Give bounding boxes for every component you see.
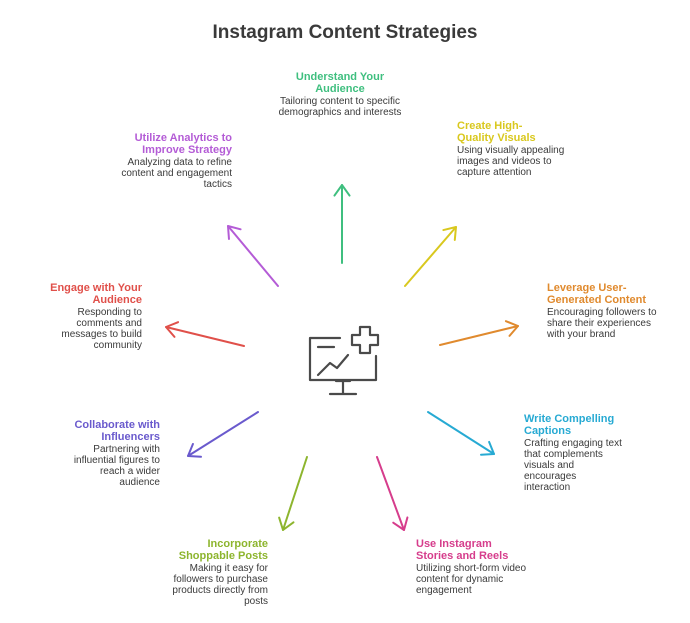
node-utilize-analytics: Utilize Analytics to Improve Strategy An… xyxy=(120,132,232,190)
node-user-generated-content: Leverage User-Generated Content Encourag… xyxy=(547,282,657,340)
node-title: Write Compelling Captions xyxy=(524,413,615,437)
node-description: Using visually appealing images and vide… xyxy=(457,145,565,178)
node-title: Understand Your Audience xyxy=(295,71,385,95)
node-title: Utilize Analytics to Improve Strategy xyxy=(134,132,232,156)
node-title: Create High-Quality Visuals xyxy=(457,120,536,144)
node-description: Utilizing short-form video content for d… xyxy=(416,563,527,596)
arrow-shoppable xyxy=(278,456,308,531)
node-description: Tailoring content to specific demographi… xyxy=(278,96,402,118)
arrow-visuals xyxy=(404,226,457,287)
node-title: Leverage User-Generated Content xyxy=(547,282,647,306)
arrow-analytics xyxy=(227,225,279,287)
node-description: Encouraging followers to share their exp… xyxy=(547,307,657,340)
node-collaborate-influencers: Collaborate with Influencers Partnering … xyxy=(62,419,160,488)
monitor-chart-plus-icon xyxy=(308,325,380,396)
arrow-engage xyxy=(165,321,245,347)
node-title: Incorporate Shoppable Posts xyxy=(178,538,268,562)
node-description: Analyzing data to refine content and eng… xyxy=(121,157,232,190)
node-title: Engage with Your Audience xyxy=(50,282,142,306)
node-description: Responding to comments and messages to b… xyxy=(61,307,142,351)
arrow-influencers xyxy=(187,411,259,458)
node-title: Use Instagram Stories and Reels xyxy=(416,538,509,562)
node-understand-audience: Understand Your Audience Tailoring conte… xyxy=(278,71,402,118)
node-engage-audience: Engage with Your Audience Responding to … xyxy=(40,282,142,351)
arrow-stories xyxy=(376,456,409,531)
node-description: Making it easy for followers to purchase… xyxy=(172,563,268,607)
node-description: Partnering with influential figures to r… xyxy=(73,444,160,488)
node-stories-and-reels: Use Instagram Stories and Reels Utilizin… xyxy=(416,538,532,596)
node-description: Crafting engaging text that complements … xyxy=(524,438,622,493)
node-compelling-captions: Write Compelling Captions Crafting engag… xyxy=(524,413,624,493)
node-title: Collaborate with Influencers xyxy=(74,419,160,443)
arrow-captions xyxy=(427,411,495,456)
arrow-audience xyxy=(333,184,351,264)
page-title: Instagram Content Strategies xyxy=(212,22,478,43)
node-shoppable-posts: Incorporate Shoppable Posts Making it ea… xyxy=(160,538,268,607)
node-high-quality-visuals: Create High-Quality Visuals Using visual… xyxy=(457,120,575,178)
arrow-ugc xyxy=(439,320,519,346)
